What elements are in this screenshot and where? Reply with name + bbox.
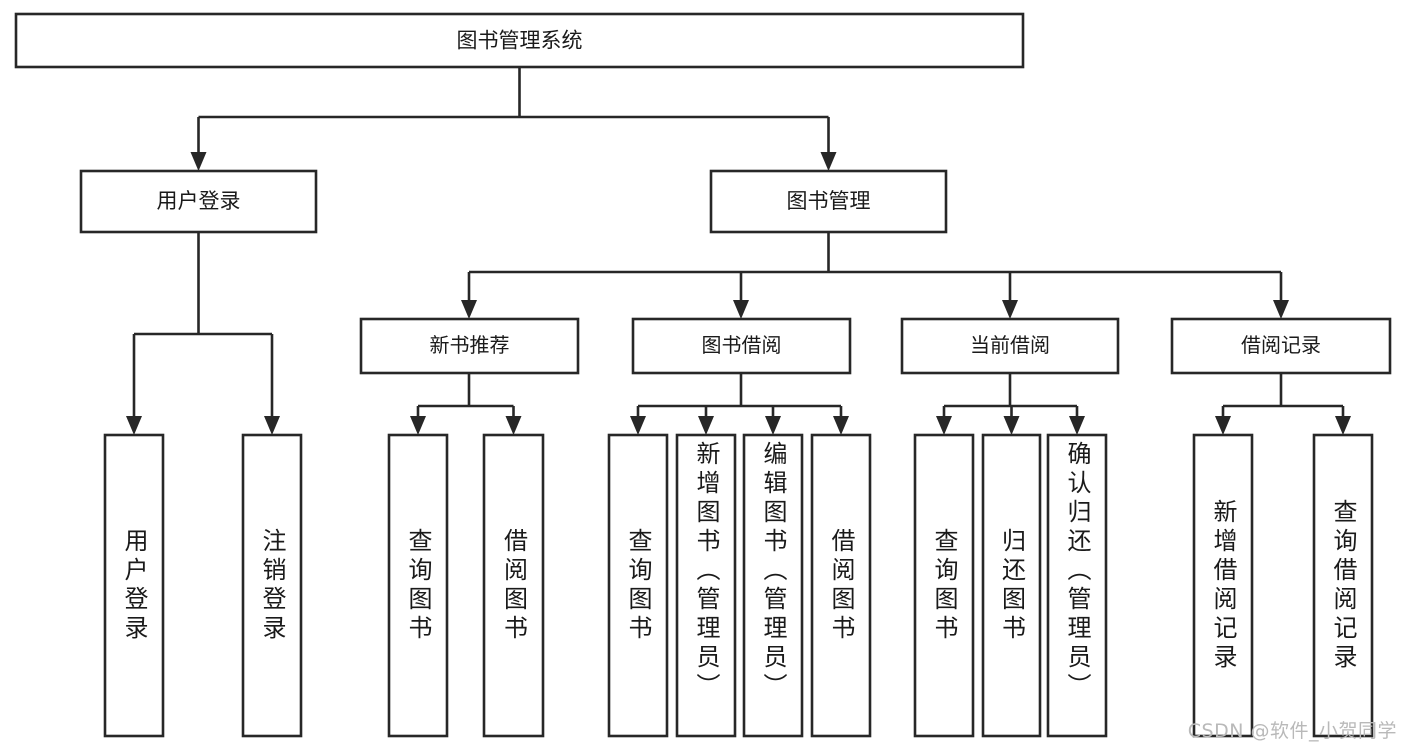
node-leaf-query-book-3-box[interactable] [913, 433, 975, 738]
node-leaf-confirm-return[interactable] [1046, 433, 1108, 738]
node-leaf-logout[interactable] [241, 433, 303, 738]
node-current-borrow-box[interactable] [900, 317, 1120, 375]
node-borrow-record-box[interactable] [1170, 317, 1392, 375]
arrow-head-user-login [190, 152, 207, 171]
node-leaf-add-record[interactable] [1192, 433, 1254, 738]
node-leaf-borrow-book-1-box[interactable] [482, 433, 545, 738]
node-leaf-add-book-box[interactable] [675, 433, 737, 738]
node-leaf-query-book-1-box[interactable] [387, 433, 449, 738]
node-leaf-user-login-box[interactable] [103, 433, 165, 738]
node-root-label: 图书管理系统 [457, 29, 583, 53]
node-user-login[interactable]: 用户登录 [79, 169, 318, 234]
node-borrow-record[interactable]: 借阅记录 [1170, 317, 1392, 375]
arrow-head-leaf-add-book [698, 416, 714, 435]
node-user-login-label: 用户登录 [157, 189, 241, 213]
node-leaf-query-book-3[interactable] [913, 433, 975, 738]
node-current-borrow[interactable]: 当前借阅 [900, 317, 1120, 375]
arrow-head-leaf-query-book-3 [936, 416, 952, 435]
node-leaf-query-record-box[interactable] [1312, 433, 1374, 738]
node-book-manage[interactable]: 图书管理 [709, 169, 948, 234]
arrow-head-leaf-borrow-book-1 [505, 416, 522, 435]
node-leaf-query-book-2-box[interactable] [607, 433, 669, 738]
arrow-head-book-manage [820, 152, 837, 171]
node-leaf-edit-book[interactable] [742, 433, 804, 738]
node-new-book-rec-label: 新书推荐 [430, 333, 510, 357]
arrow-head-current-borrow [1002, 300, 1018, 319]
node-borrow-record-label: 借阅记录 [1241, 333, 1321, 357]
arrow-head-leaf-return-book [1003, 416, 1020, 435]
node-leaf-query-book-2[interactable] [607, 433, 669, 738]
node-root[interactable]: 图书管理系统 [14, 12, 1025, 69]
arrow-head-leaf-borrow-book-2 [833, 416, 849, 435]
arrow-head-leaf-query-book-1 [410, 416, 426, 435]
node-book-borrow-box[interactable] [631, 317, 852, 375]
node-book-manage-box[interactable] [709, 169, 948, 234]
node-leaf-user-login[interactable] [103, 433, 165, 738]
arrow-head-leaf-logout [264, 416, 280, 435]
node-leaf-query-record[interactable] [1312, 433, 1374, 738]
node-leaf-borrow-book-2[interactable] [810, 433, 872, 738]
node-root-box[interactable] [14, 12, 1025, 69]
arrow-head-book-borrow [733, 300, 749, 319]
node-new-book-rec-box[interactable] [359, 317, 580, 375]
arrow-head-leaf-add-record [1215, 416, 1231, 435]
node-user-login-box[interactable] [79, 169, 318, 234]
arrow-head-borrow-record [1273, 300, 1289, 319]
arrow-head-leaf-query-book-2 [630, 416, 646, 435]
node-book-manage-label: 图书管理 [787, 189, 871, 213]
node-leaf-query-book-1[interactable] [387, 433, 449, 738]
arrow-head-leaf-confirm-return [1069, 416, 1085, 435]
node-current-borrow-label: 当前借阅 [970, 333, 1050, 357]
node-leaf-add-book[interactable] [675, 433, 737, 738]
arrow-head-leaf-query-record [1335, 416, 1351, 435]
node-leaf-return-book-box[interactable] [981, 433, 1042, 738]
node-new-book-rec[interactable]: 新书推荐 [359, 317, 580, 375]
node-leaf-return-book[interactable] [981, 433, 1042, 738]
node-book-borrow[interactable]: 图书借阅 [631, 317, 852, 375]
node-leaf-borrow-book-1[interactable] [482, 433, 545, 738]
node-leaf-add-record-box[interactable] [1192, 433, 1254, 738]
watermark-text: CSDN @软件_小贺同学 [1187, 720, 1397, 742]
node-leaf-edit-book-box[interactable] [742, 433, 804, 738]
node-leaf-logout-box[interactable] [241, 433, 303, 738]
arrow-head-new-book-rec [461, 300, 477, 319]
node-leaf-confirm-return-box[interactable] [1046, 433, 1108, 738]
node-book-borrow-label: 图书借阅 [702, 333, 782, 357]
connectors-layer [126, 67, 1351, 435]
arrow-head-leaf-user-login [126, 416, 142, 435]
node-leaf-borrow-book-2-box[interactable] [810, 433, 872, 738]
arrow-head-leaf-edit-book [765, 416, 781, 435]
